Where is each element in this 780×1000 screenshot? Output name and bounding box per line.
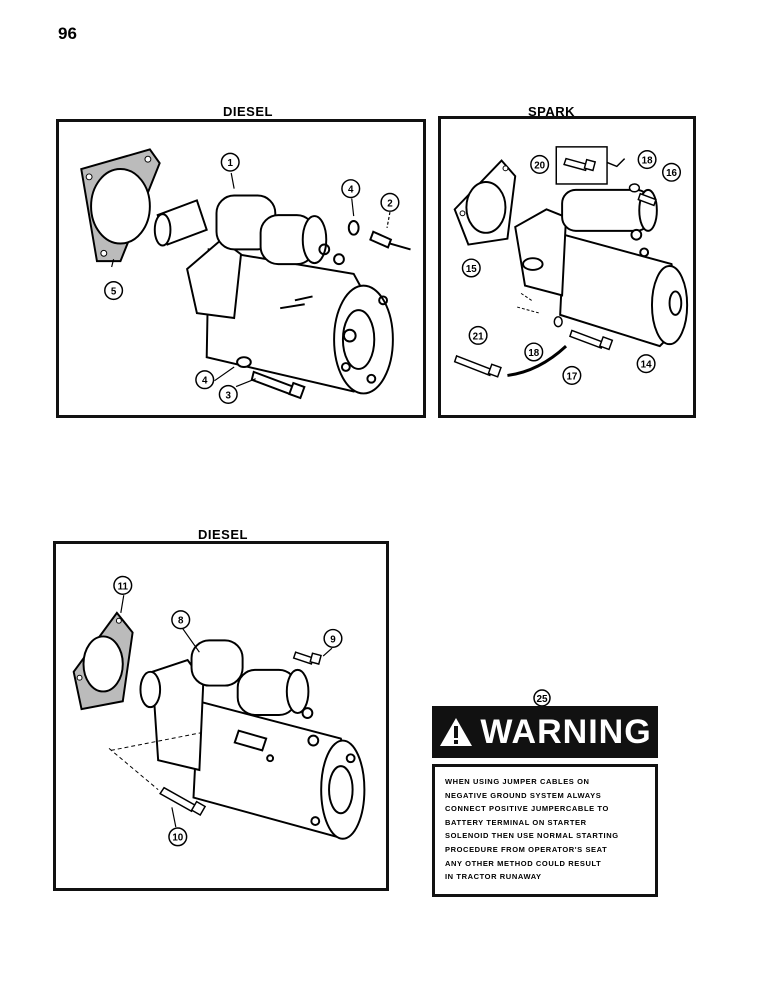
svg-text:1: 1 <box>227 158 233 169</box>
warning-line: PROCEDURE FROM OPERATOR'S SEAT <box>445 844 608 854</box>
warning-line: ANY OTHER METHOD COULD RESULT <box>445 858 602 868</box>
gasket-illustration <box>72 611 134 711</box>
svg-text:16: 16 <box>666 168 677 179</box>
diesel-bottom-title: DIESEL <box>198 527 248 542</box>
diesel-bottom-panel: 11 8 9 10 <box>53 541 389 891</box>
bolt-illustration <box>369 230 411 251</box>
callout-2: 2 <box>380 192 400 212</box>
warning-line: WHEN USING JUMPER CABLES ON <box>445 777 590 786</box>
callout-11: 11 <box>113 575 133 595</box>
svg-text:15: 15 <box>466 264 477 275</box>
warning-text-box: WHEN USING JUMPER CABLES ON NEGATIVE GRO… <box>432 764 658 897</box>
svg-text:10: 10 <box>172 833 183 844</box>
exclamation-triangle-icon <box>438 716 474 748</box>
svg-text:9: 9 <box>330 634 336 645</box>
callout-14: 14 <box>636 354 656 374</box>
warning-line: BATTERY TERMINAL ON STARTER <box>445 817 587 827</box>
callout-1: 1 <box>220 152 240 172</box>
svg-text:21: 21 <box>473 331 484 342</box>
callout-10: 10 <box>168 827 188 847</box>
callout-21: 21 <box>468 325 488 345</box>
svg-text:8: 8 <box>178 616 184 627</box>
svg-text:17: 17 <box>566 371 577 382</box>
svg-text:18: 18 <box>528 348 539 359</box>
callout-15: 15 <box>461 258 481 278</box>
warning-line: NEGATIVE GROUND SYSTEM ALWAYS <box>445 790 602 800</box>
svg-text:25: 25 <box>536 694 548 705</box>
svg-text:18: 18 <box>642 155 653 166</box>
warning-line: CONNECT POSITIVE JUMPERCABLE TO <box>445 804 609 814</box>
svg-text:2: 2 <box>387 198 393 209</box>
svg-text:3: 3 <box>226 390 232 401</box>
callout-16: 16 <box>661 162 682 182</box>
callout-17: 17 <box>562 365 582 385</box>
warning-banner: WARNING <box>432 706 658 758</box>
starter-motor-illustration <box>153 194 394 395</box>
diesel-top-title: DIESEL <box>223 104 273 119</box>
diesel-top-panel: 1 2 3 4 4 5 <box>56 119 426 418</box>
warning-line: IN TRACTOR RUNAWAY <box>445 872 542 882</box>
callout-9: 9 <box>323 628 343 648</box>
callout-8: 8 <box>171 610 191 630</box>
svg-text:4: 4 <box>202 376 208 387</box>
callout-5: 5 <box>104 280 124 301</box>
spark-title: SPARK <box>528 104 576 119</box>
spark-panel: 20 18 16 15 21 18 17 14 <box>438 116 696 418</box>
callout-18-lower: 18 <box>524 342 544 362</box>
page-number: 96 <box>58 24 77 43</box>
callout-3: 3 <box>218 384 238 404</box>
diesel-starter-illustration: 11 8 9 10 <box>72 575 366 847</box>
callout-18-upper: 18 <box>637 150 657 170</box>
diesel-starter-illustration: 1 2 3 4 4 5 <box>80 148 411 404</box>
callout-4-lower: 4 <box>195 370 215 390</box>
svg-text:20: 20 <box>534 160 545 171</box>
gasket-illustration <box>453 159 517 246</box>
warning-heading: WARNING <box>480 712 652 751</box>
callout-25: 25 <box>533 689 551 707</box>
starter-motor-illustration <box>514 188 689 348</box>
svg-text:4: 4 <box>348 185 354 196</box>
warning-decal: WARNING WHEN USING JUMPER CABLES ON NEGA… <box>432 706 658 897</box>
svg-text:14: 14 <box>641 360 652 371</box>
gasket-illustration <box>80 148 161 263</box>
callout-4-upper: 4 <box>341 179 361 199</box>
spark-starter-illustration: 20 18 16 15 21 18 17 14 <box>453 146 689 385</box>
callout-20: 20 <box>530 154 550 174</box>
warning-line: SOLENOID THEN USE NORMAL STARTING <box>445 831 619 841</box>
svg-text:11: 11 <box>118 581 129 592</box>
svg-text:5: 5 <box>111 286 117 297</box>
starter-motor-illustration <box>139 639 366 840</box>
